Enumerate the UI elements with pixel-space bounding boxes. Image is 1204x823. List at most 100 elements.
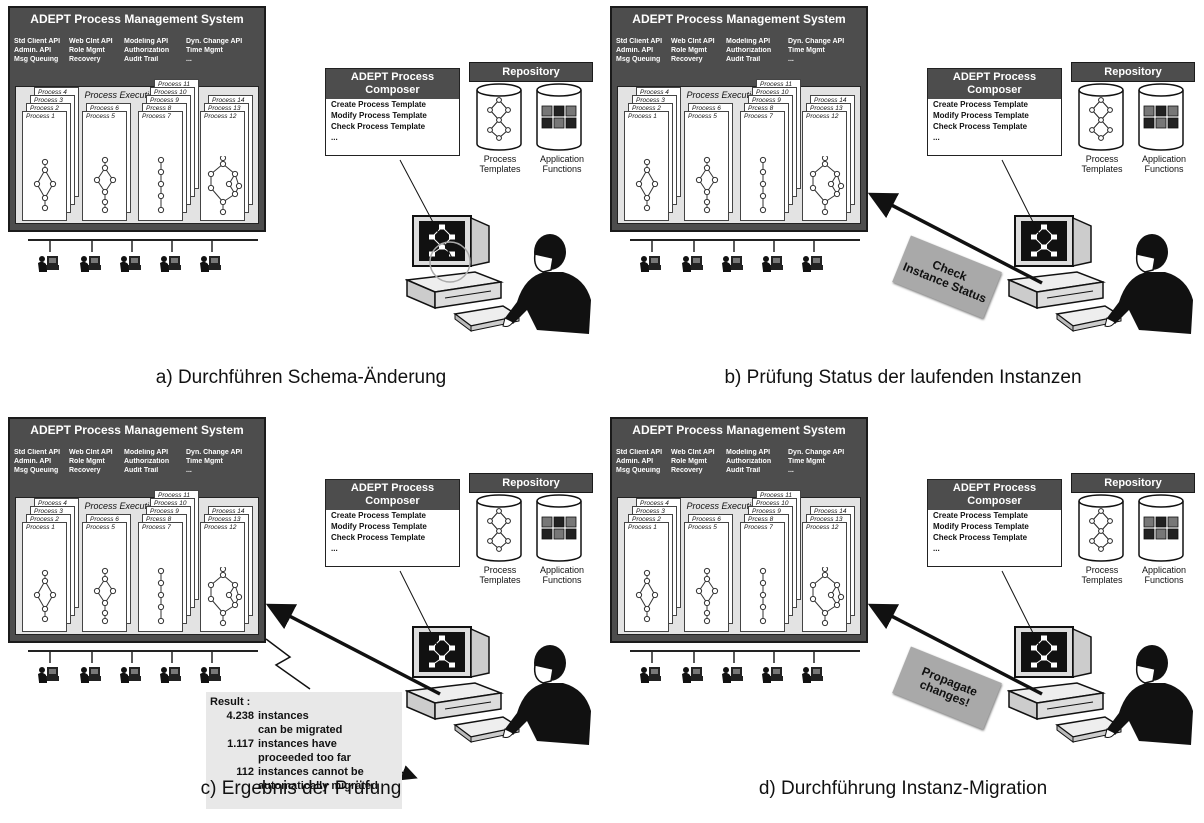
api-item: Web Clnt API	[69, 449, 113, 456]
process-graph-icon	[207, 567, 243, 627]
pms-title: ADEPT Process Management System	[632, 423, 846, 437]
database-icon	[476, 494, 582, 562]
user-client-icon	[120, 667, 141, 683]
user-client-icon	[160, 256, 181, 272]
process-graph-icon	[695, 156, 719, 214]
process-card: Process 12	[802, 522, 847, 632]
api-item: Dyn. Change API	[788, 449, 845, 456]
api-item: Std Client API	[616, 449, 663, 456]
user-client-icon	[640, 667, 661, 683]
workstation-user-icon	[405, 626, 591, 745]
api-item: Msg Queuing	[14, 467, 59, 474]
api-item: Audit Trail	[124, 56, 159, 63]
process-card: Process 5	[684, 522, 729, 632]
user-client-icon	[160, 667, 181, 683]
process-graph-icon	[157, 567, 165, 625]
api-item: Std Client API	[616, 38, 663, 45]
connector-overlay	[867, 570, 1043, 696]
process-graph-icon	[93, 567, 117, 625]
composer-item: Check Process Template	[331, 533, 426, 542]
engine-title: Process Execution Engine	[84, 501, 190, 511]
api-item: ...	[186, 56, 192, 63]
process-card: Process 1	[22, 111, 67, 221]
api-item: Dyn. Change API	[186, 449, 243, 456]
process-card: Process 7	[740, 111, 785, 221]
api-item: Modeling API	[726, 449, 771, 456]
result-text: instances cannot be	[258, 766, 364, 778]
api-item: Msg Queuing	[14, 56, 59, 63]
engine-title: Process Execution Engine	[686, 90, 792, 100]
composer-item: Create Process Template	[933, 100, 1029, 109]
process-graph-icon	[33, 158, 57, 212]
composer-title: ADEPT Process Composer	[326, 480, 459, 510]
composer-item: Check Process Template	[331, 122, 426, 131]
arrow	[867, 603, 1043, 696]
result-heading: Result :	[210, 696, 251, 708]
client-network	[630, 650, 860, 683]
api-item: Admin. API	[616, 458, 654, 465]
connector-overlay	[265, 570, 441, 781]
composer-item: Modify Process Template	[933, 522, 1029, 531]
api-item: Audit Trail	[124, 467, 159, 474]
user-client-icon	[722, 256, 743, 272]
composer-item: ...	[933, 133, 940, 142]
api-item: Recovery	[69, 56, 101, 63]
process-graph-icon	[635, 569, 659, 623]
result-count: 1.117	[227, 738, 254, 750]
process-card: Process 1	[22, 522, 67, 632]
composer-item: Check Process Template	[933, 533, 1028, 542]
composer-title: ADEPT Process Composer	[928, 480, 1061, 510]
composer-item: Create Process Template	[331, 511, 427, 520]
process-graph-icon	[635, 158, 659, 212]
api-item: Dyn. Change API	[788, 38, 845, 45]
api-item: Role Mgmt	[671, 47, 707, 54]
process-graph-icon	[759, 567, 767, 625]
engine-title: Process Execution Engine	[686, 501, 792, 511]
user-client-icon	[120, 256, 141, 272]
result-count: 4.238	[226, 710, 254, 722]
user-client-icon	[802, 667, 823, 683]
process-graph-icon	[93, 156, 117, 214]
api-item: Dyn. Change API	[186, 38, 243, 45]
process-card: Process 12	[200, 522, 245, 632]
user-client-icon	[38, 667, 59, 683]
api-item: Msg Queuing	[616, 56, 661, 63]
composer-item: Create Process Template	[331, 100, 427, 109]
api-item: Audit Trail	[726, 467, 761, 474]
process-graph-icon	[695, 567, 719, 625]
api-item: Modeling API	[726, 38, 771, 45]
process-card: Process 5	[82, 111, 127, 221]
process-card: Process 7	[740, 522, 785, 632]
api-item: Admin. API	[14, 47, 52, 54]
user-client-icon	[682, 667, 703, 683]
repository-title: Repository	[469, 473, 593, 493]
result-text-cont: automatically migrated	[258, 780, 378, 792]
composer-item: Modify Process Template	[933, 111, 1029, 120]
api-item: Role Mgmt	[69, 47, 105, 54]
api-item: Time Mgmt	[186, 458, 223, 465]
database-icon	[1078, 83, 1184, 151]
process-card: Process 7	[138, 522, 183, 632]
engine-title: Process Execution Engine	[84, 90, 190, 100]
composer-item: ...	[933, 544, 940, 553]
api-item: ...	[186, 467, 192, 474]
process-card: Process 5	[82, 522, 127, 632]
connector-overlay	[399, 159, 471, 283]
api-item: Web Clnt API	[671, 38, 715, 45]
api-item: ...	[788, 56, 794, 63]
